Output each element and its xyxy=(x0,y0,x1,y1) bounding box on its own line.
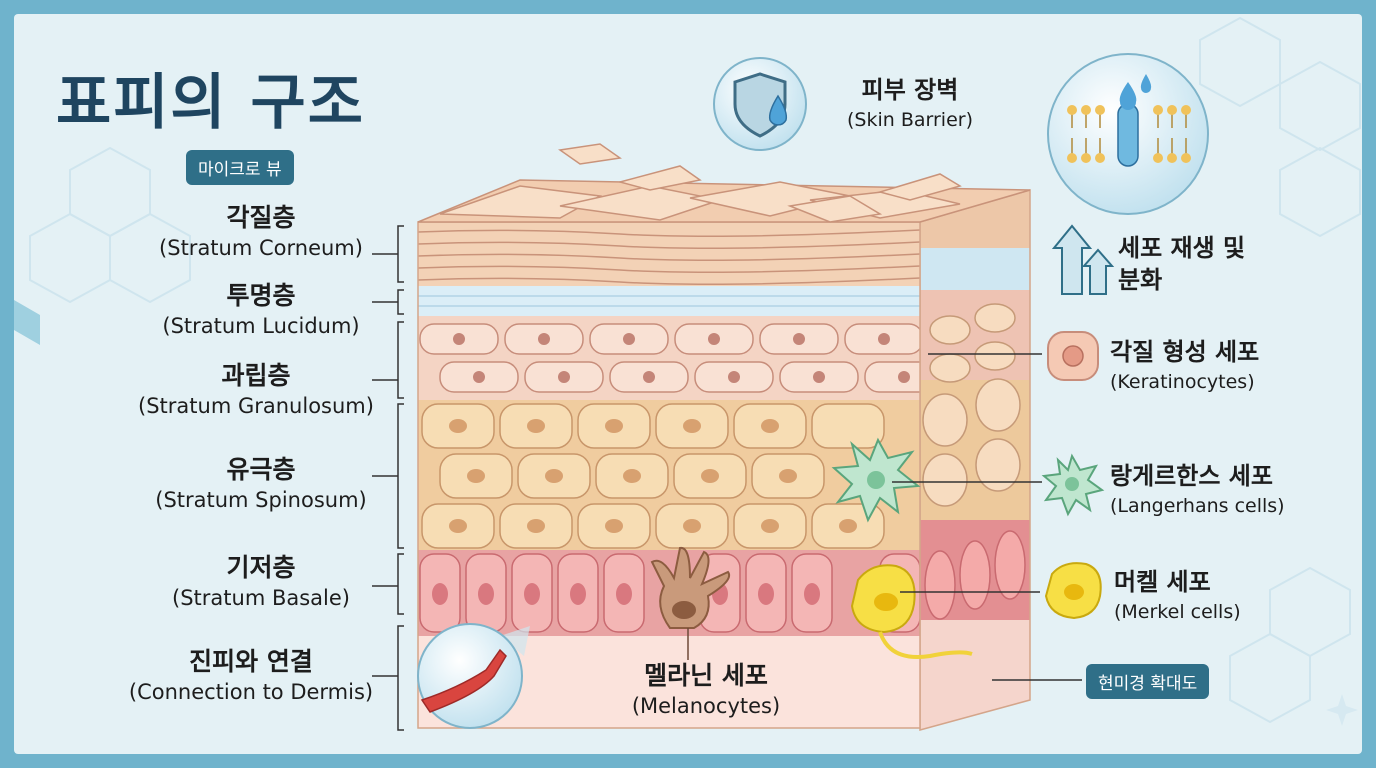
label-ko: 피부 장벽 xyxy=(861,76,959,104)
cell-pointer-lines xyxy=(892,353,1082,681)
block-side-face xyxy=(920,190,1030,730)
label-en: (Stratum Lucidum) xyxy=(162,314,360,338)
corneum-flakes xyxy=(439,143,962,223)
edge-marker xyxy=(14,300,40,345)
label-ko: 진피와 연결 xyxy=(189,647,313,676)
stratum-lucidum-layer xyxy=(418,286,920,316)
label-skin-barrier: 피부 장벽 (Skin Barrier) xyxy=(820,74,1000,134)
label-ko: 기저층 xyxy=(226,553,296,582)
label-line2: 분화 xyxy=(1118,266,1163,294)
label-stratum-granulosum: 과립층 (Stratum Granulosum) xyxy=(106,360,406,420)
label-en: (Stratum Basale) xyxy=(172,586,350,610)
label-ko: 과립층 xyxy=(221,361,291,390)
label-cell-regeneration: 세포 재생 및 분화 xyxy=(1118,232,1348,296)
label-melanocytes: 멜라닌 세포 (Melanocytes) xyxy=(586,660,826,720)
micro-view-badge: 마이크로 뷰 xyxy=(186,150,294,185)
layer-brackets xyxy=(372,225,404,731)
label-en: (Stratum Granulosum) xyxy=(138,394,374,418)
sparkle-icon xyxy=(1326,694,1358,726)
label-ko: 투명층 xyxy=(226,281,296,310)
label-stratum-corneum: 각질층 (Stratum Corneum) xyxy=(116,202,406,262)
label-ko: 멜라닌 세포 xyxy=(644,661,768,690)
langerhans-cell-icon xyxy=(1041,453,1105,517)
merkel-cell-in-tissue xyxy=(850,564,973,659)
label-keratinocytes: 각질 형성 세포 (Keratinocytes) xyxy=(1110,336,1360,396)
arrow-up-icon xyxy=(1051,224,1115,295)
label-ko: 각질 형성 세포 xyxy=(1110,338,1260,366)
label-ko: 유극층 xyxy=(226,455,296,484)
page-title: 표피의 구조 xyxy=(56,68,365,138)
label-dermis-connection: 진피와 연결 (Connection to Dermis) xyxy=(96,646,406,706)
merkel-cell-icon xyxy=(1044,562,1102,620)
label-stratum-basale: 기저층 (Stratum Basale) xyxy=(116,552,406,612)
label-ko: 각질층 xyxy=(226,203,296,232)
block-front-face xyxy=(418,222,920,728)
label-en: (Melanocytes) xyxy=(631,694,781,718)
label-en: (Stratum Corneum) xyxy=(159,236,363,260)
label-en: (Langerhans cells) xyxy=(1110,495,1285,517)
keratinocyte-icon xyxy=(1047,331,1099,381)
label-stratum-lucidum: 투명층 (Stratum Lucidum) xyxy=(116,280,406,340)
label-line1: 세포 재생 및 xyxy=(1118,234,1246,262)
shield-icon xyxy=(713,57,807,151)
label-en: (Connection to Dermis) xyxy=(128,680,374,704)
label-en: (Stratum Spinosum) xyxy=(155,488,367,512)
label-ko: 랑게르한스 세포 xyxy=(1110,462,1273,490)
label-merkel: 머켈 세포 (Merkel cells) xyxy=(1114,566,1344,626)
label-stratum-spinosum: 유극층 (Stratum Spinosum) xyxy=(116,454,406,514)
blood-vessel-magnifier-icon xyxy=(417,623,530,729)
label-ko: 머켈 세포 xyxy=(1114,568,1211,596)
label-en: (Keratinocytes) xyxy=(1110,371,1255,393)
diagram-frame: 표피의 구조 마이크로 뷰 현미경 확대도 각질층 (Stratum Corne… xyxy=(14,14,1362,754)
magnification-badge: 현미경 확대도 xyxy=(1086,664,1210,699)
hexagon-pattern xyxy=(29,16,1361,724)
lipid-membrane-bubble-icon xyxy=(1047,53,1209,215)
melanocyte-in-tissue xyxy=(650,546,730,660)
label-langerhans: 랑게르한스 세포 (Langerhans cells) xyxy=(1110,460,1360,520)
label-en: (Skin Barrier) xyxy=(847,109,973,131)
label-en: (Merkel cells) xyxy=(1114,601,1241,623)
langerhans-cell-in-tissue xyxy=(831,437,921,523)
epidermis-illustration xyxy=(14,16,1361,731)
